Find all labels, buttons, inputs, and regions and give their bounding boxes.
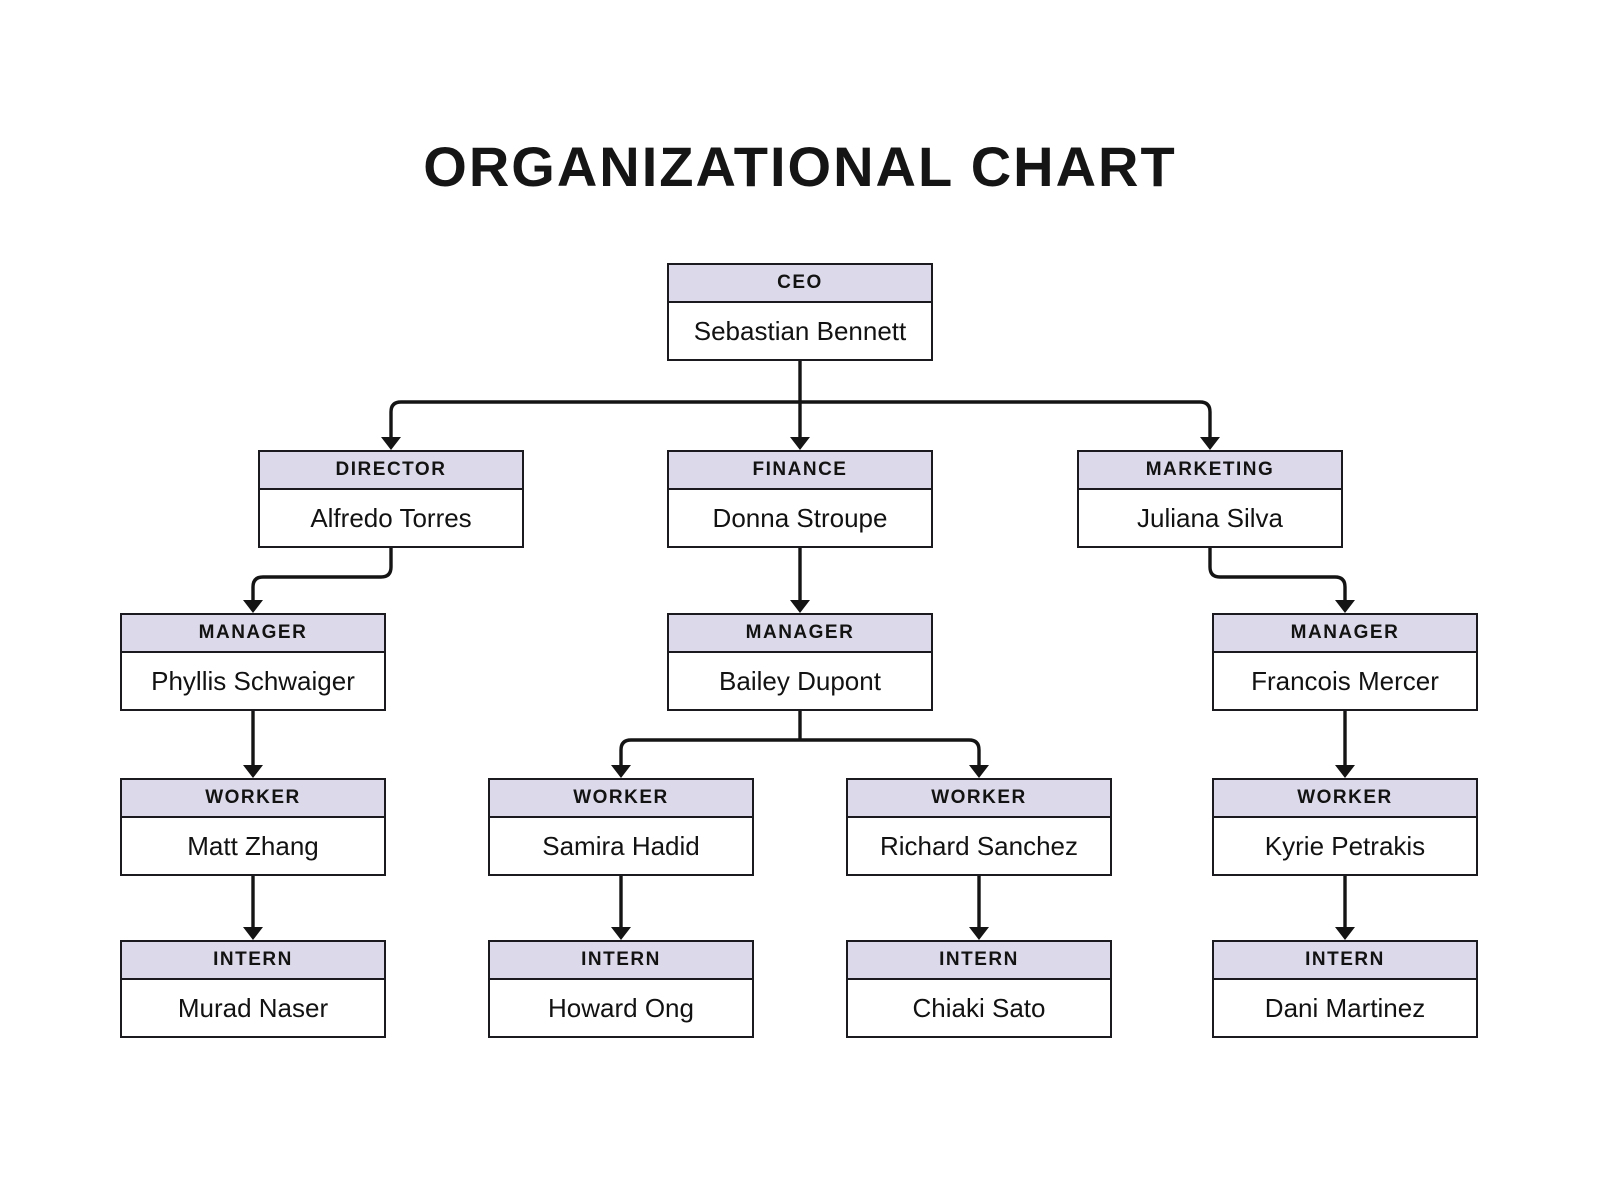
node-manager-director-branch: MANAGER Phyllis Schwaiger <box>120 613 386 711</box>
node-person-name: Francois Mercer <box>1251 666 1439 696</box>
node-marketing: MARKETING Juliana Silva <box>1077 450 1343 548</box>
node-person-name: Howard Ong <box>548 993 694 1023</box>
node-role-label: INTERN <box>490 942 752 980</box>
node-role-label: WORKER <box>848 780 1110 818</box>
node-role-label: MANAGER <box>122 615 384 653</box>
connector-director-manager <box>251 547 393 600</box>
arrowhead-to-intern-c <box>969 927 989 940</box>
node-person-name: Murad Naser <box>177 993 329 1023</box>
node-finance: FINANCE Donna Stroupe <box>667 450 933 548</box>
node-role-label: INTERN <box>122 942 384 980</box>
node-manager-finance-branch: MANAGER Bailey Dupont <box>667 613 933 711</box>
arrowhead-to-worker-a <box>243 765 263 778</box>
node-ceo: CEO Sebastian Bennett <box>667 263 933 361</box>
arrowhead-to-worker-d <box>1335 765 1355 778</box>
arrowhead-to-intern-a <box>243 927 263 940</box>
node-director: DIRECTOR Alfredo Torres <box>258 450 524 548</box>
node-person-name: Dani Martinez <box>1264 993 1426 1023</box>
node-role-label: DIRECTOR <box>260 452 522 490</box>
node-role-label: INTERN <box>848 942 1110 980</box>
connector-ceo-bracket <box>389 400 1212 437</box>
arrowhead-to-finance <box>790 437 810 450</box>
arrowhead-to-director <box>381 437 401 450</box>
node-role-label: MANAGER <box>669 615 931 653</box>
node-role-label: WORKER <box>490 780 752 818</box>
node-person-name: Chiaki Sato <box>912 993 1046 1023</box>
node-person-name: Donna Stroupe <box>712 503 888 533</box>
node-intern-dani-martinez: INTERN Dani Martinez <box>1212 940 1478 1038</box>
connector-marketing-manager <box>1208 547 1347 600</box>
node-worker-kyrie-petrakis: WORKER Kyrie Petrakis <box>1212 778 1478 876</box>
arrowhead-to-marketing <box>1200 437 1220 450</box>
node-person-name: Samira Hadid <box>542 831 700 861</box>
node-worker-samira-hadid: WORKER Samira Hadid <box>488 778 754 876</box>
node-worker-matt-zhang: WORKER Matt Zhang <box>120 778 386 876</box>
node-role-label: INTERN <box>1214 942 1476 980</box>
node-person-name: Juliana Silva <box>1137 503 1283 533</box>
node-intern-howard-ong: INTERN Howard Ong <box>488 940 754 1038</box>
node-role-label: MANAGER <box>1214 615 1476 653</box>
node-person-name: Sebastian Bennett <box>693 316 907 346</box>
arrowhead-to-worker-c <box>969 765 989 778</box>
arrowhead-to-intern-b <box>611 927 631 940</box>
node-person-name: Bailey Dupont <box>719 666 881 696</box>
node-person-name: Matt Zhang <box>187 831 319 861</box>
node-role-label: MARKETING <box>1079 452 1341 490</box>
page-title: ORGANIZATIONAL CHART <box>423 135 1177 198</box>
node-role-label: FINANCE <box>669 452 931 490</box>
node-role-label: CEO <box>669 265 931 303</box>
node-person-name: Alfredo Torres <box>310 503 472 533</box>
node-manager-marketing-branch: MANAGER Francois Mercer <box>1212 613 1478 711</box>
arrowhead-to-intern-d <box>1335 927 1355 940</box>
connector-manager-b-bracket <box>619 738 981 765</box>
arrowhead-to-manager-c <box>1335 600 1355 613</box>
node-person-name: Kyrie Petrakis <box>1264 831 1426 861</box>
node-role-label: WORKER <box>1214 780 1476 818</box>
arrowhead-to-manager-a <box>243 600 263 613</box>
node-person-name: Richard Sanchez <box>880 831 1078 861</box>
node-person-name: Phyllis Schwaiger <box>151 666 355 696</box>
node-worker-richard-sanchez: WORKER Richard Sanchez <box>846 778 1112 876</box>
node-role-label: WORKER <box>122 780 384 818</box>
node-intern-murad-naser: INTERN Murad Naser <box>120 940 386 1038</box>
arrowhead-to-manager-b <box>790 600 810 613</box>
node-intern-chiaki-sato: INTERN Chiaki Sato <box>846 940 1112 1038</box>
arrowhead-to-worker-b <box>611 765 631 778</box>
